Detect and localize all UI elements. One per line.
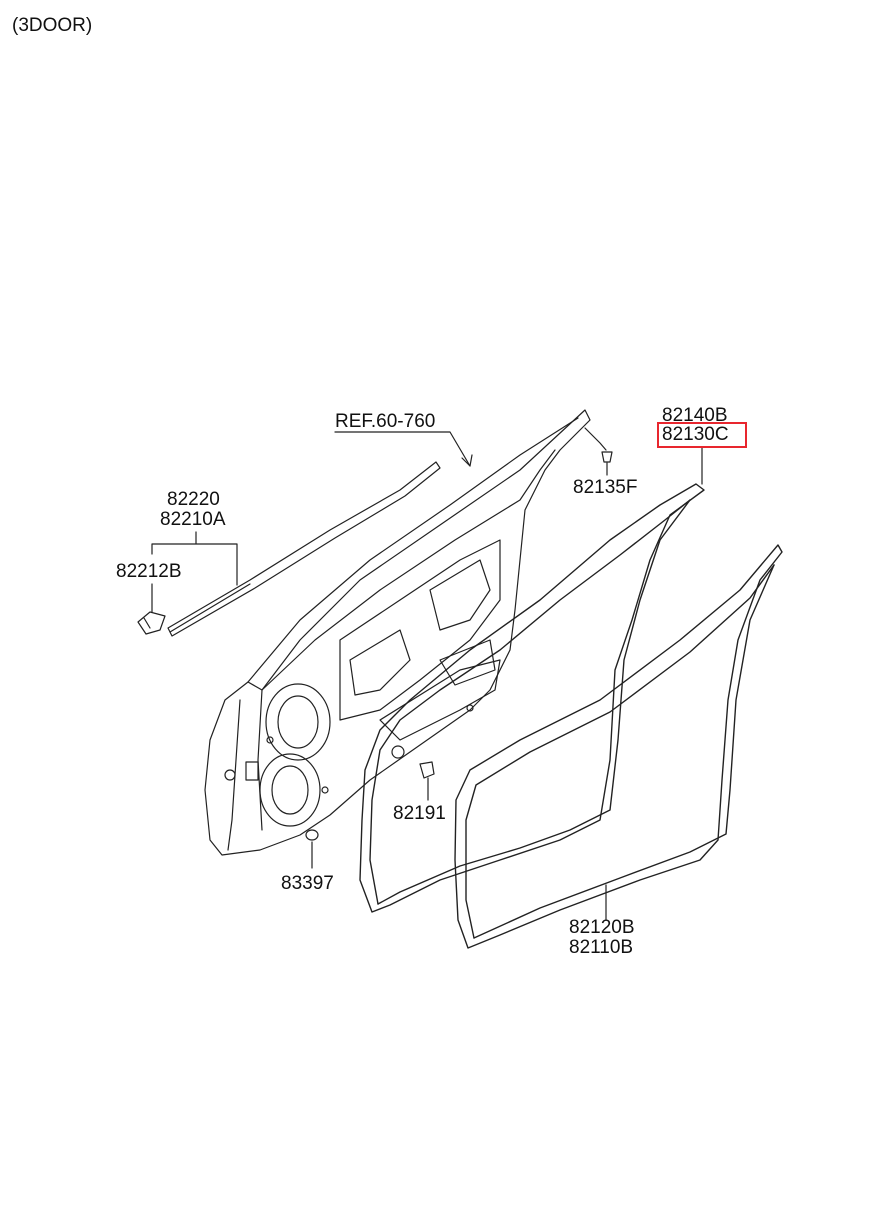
body-weatherstrip (454, 544, 783, 949)
inner-panel-cutout-4 (379, 659, 501, 741)
callout-82191[interactable]: 82191 (393, 803, 446, 824)
speaker-opening-lower-inner (271, 765, 309, 815)
callout-82110B[interactable]: 82110B (569, 937, 634, 958)
callout-82130C[interactable]: 82130C (662, 424, 729, 445)
belt-moulding (167, 461, 441, 637)
window-frame-line (247, 417, 579, 683)
ref-leader (334, 431, 471, 467)
panel-hole-2 (321, 786, 329, 794)
highlight-box (657, 422, 747, 448)
callout-82140B[interactable]: 82140B (662, 405, 728, 426)
moulding-clip (137, 611, 166, 635)
inner-panel-cutout-2 (429, 559, 491, 631)
belt-moulding-leader (151, 531, 238, 586)
variant-label: (3DOOR) (12, 15, 93, 36)
door-edge (227, 699, 241, 851)
speaker-opening-lower (259, 753, 321, 827)
inner-panel-cutout-5 (439, 639, 496, 686)
hinge-hole (224, 769, 236, 781)
speaker-opening-upper (265, 683, 331, 761)
ref-arrowhead (461, 454, 473, 467)
plug-82191 (391, 745, 435, 779)
callout-82220[interactable]: 82220 (167, 489, 220, 510)
callout-ref[interactable]: REF.60-760 (335, 411, 436, 432)
inner-panel-cutout-3 (349, 629, 411, 696)
window-frame-inner (261, 449, 556, 691)
grommet-leader-top (584, 427, 607, 451)
door-panel (204, 409, 591, 856)
callout-82135F[interactable]: 82135F (573, 477, 638, 498)
callout-82212B[interactable]: 82212B (116, 561, 182, 582)
plug-83397 (305, 829, 319, 841)
door-outer-skin (204, 409, 591, 856)
inner-panel-cutout (339, 539, 501, 721)
callout-83397[interactable]: 83397 (281, 873, 334, 894)
speaker-opening-upper-inner (277, 695, 319, 749)
panel-hole-3 (266, 736, 274, 744)
door-inner-edge (257, 689, 263, 831)
callout-82210A[interactable]: 82210A (160, 509, 226, 530)
latch-bracket (245, 761, 259, 781)
callout-82120B[interactable]: 82120B (569, 917, 635, 938)
door-weatherstrip (359, 483, 705, 913)
grommet-82135F (601, 451, 613, 463)
panel-hole (466, 704, 474, 712)
